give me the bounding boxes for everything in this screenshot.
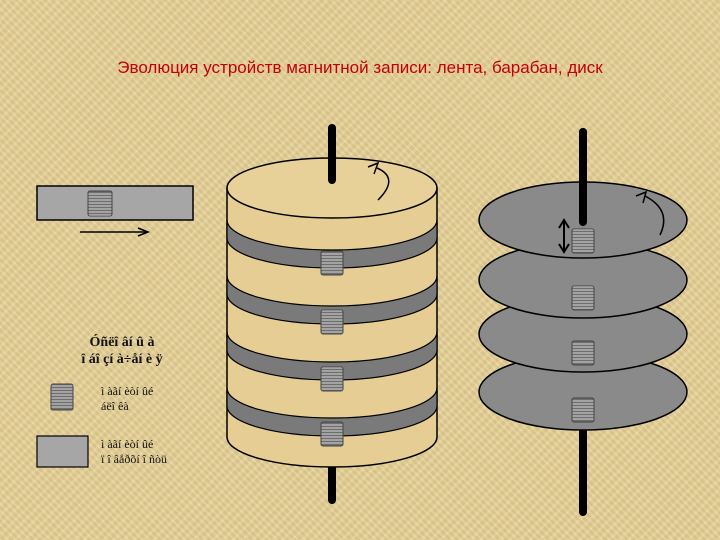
magnetic-surface-swatch xyxy=(36,435,89,468)
magnetic-tape xyxy=(36,185,194,221)
drum-band xyxy=(226,331,438,381)
drum-band xyxy=(226,219,438,269)
disk-stack-group xyxy=(478,128,688,516)
legend-item-label: ï î âåðõí î ñòü xyxy=(101,452,167,466)
disk-head-icon xyxy=(571,340,595,366)
rotation-arrow-icon xyxy=(635,190,665,236)
legend-title-line: î áî çí à÷åí è ÿ xyxy=(81,352,163,367)
drum-group xyxy=(226,124,438,504)
motion-arrow-icon xyxy=(80,227,151,237)
disk-heads xyxy=(571,228,595,423)
drum-heads xyxy=(320,250,344,447)
rotation-arrow-icon xyxy=(367,161,390,201)
drum-bands xyxy=(226,219,438,437)
disk-head-icon xyxy=(571,285,595,311)
drum-band xyxy=(226,275,438,325)
legend-item-label: ì àãí èòí ûé xyxy=(101,437,154,451)
drum-head-icon xyxy=(320,366,344,392)
legend-title-line: Óñëî âí û à xyxy=(89,335,155,350)
drum-head-icon xyxy=(320,421,344,447)
legend-symbols xyxy=(36,383,89,468)
legend-item-head: ì àãí èòí ûé áëî êà xyxy=(101,384,153,414)
disk-head-icon xyxy=(571,397,595,423)
disk-head-icon xyxy=(571,228,595,254)
legend-item-label: áëî êà xyxy=(101,399,129,413)
legend-item-surface: ì àãí èòí ûé ï î âåðõí î ñòü xyxy=(101,437,167,467)
legend-item-label: ì àãí èòí ûé xyxy=(101,384,154,398)
legend-title: Óñëî âí û à î áî çí à÷åí è ÿ xyxy=(62,334,182,368)
double-arrow-icon xyxy=(558,218,570,254)
slide-title: Эволюция устройств магнитной записи: лен… xyxy=(117,58,603,77)
magnetic-head-icon xyxy=(50,383,74,411)
tape-head-icon xyxy=(87,190,113,217)
drum-head-icon xyxy=(320,309,344,335)
drum-band xyxy=(226,387,438,437)
tape-group xyxy=(36,185,194,237)
drum-head-icon xyxy=(320,250,344,276)
